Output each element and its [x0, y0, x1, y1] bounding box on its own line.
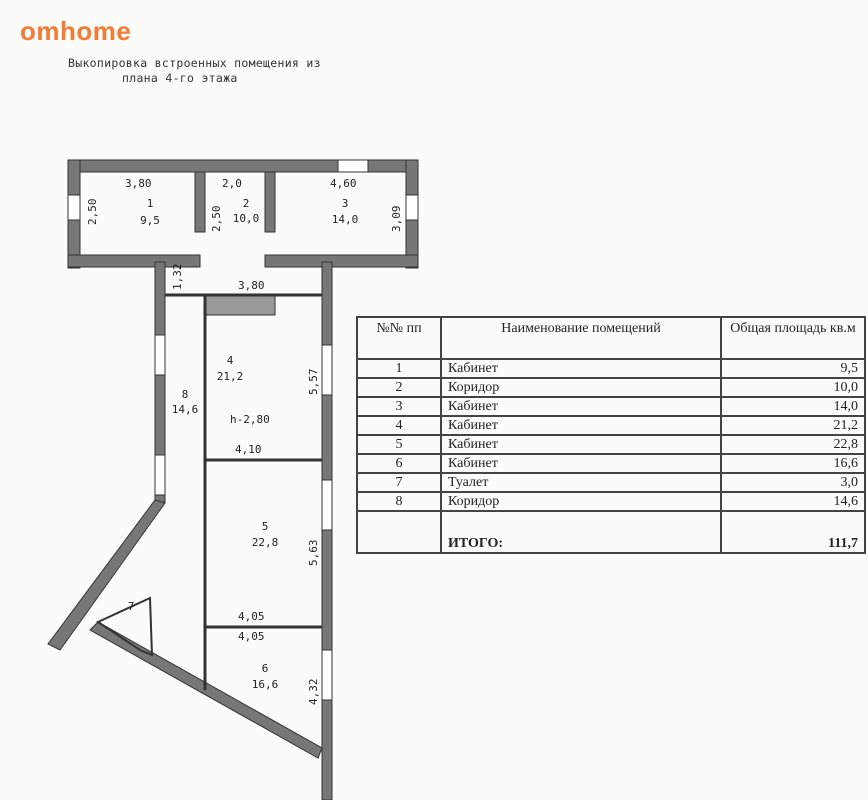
- cell-area: 3,0: [720, 472, 866, 493]
- room-7-number: 7: [128, 600, 135, 613]
- cell-area: 21,2: [720, 415, 866, 436]
- header-area: Общая площадь кв.м: [720, 316, 866, 360]
- table-total-row: ИТОГО: 111,7: [356, 510, 866, 554]
- cell-area: 16,6: [720, 453, 866, 474]
- dim-room2-height: 2,50: [210, 206, 223, 233]
- dim-room3-height: 3,09: [390, 206, 403, 233]
- total-area: 111,7: [720, 510, 866, 554]
- ceiling-height: h-2,80: [230, 413, 270, 426]
- cell-area: 9,5: [720, 358, 866, 379]
- room-3-area: 14,0: [332, 213, 359, 226]
- cell-num: 7: [356, 472, 442, 493]
- room-2-area: 10,0: [233, 212, 260, 225]
- omhome-logo: omhome: [20, 16, 132, 46]
- dim-room3-width: 4,60: [330, 177, 357, 190]
- cell-area: 14,0: [720, 396, 866, 417]
- cell-num: 2: [356, 377, 442, 398]
- dim-room2-width: 2,0: [222, 177, 242, 190]
- room-6-area: 16,6: [252, 678, 279, 691]
- plan-title: Выкопировка встроенных помещения из план…: [68, 56, 321, 86]
- cell-name: Кабинет: [440, 453, 722, 474]
- dim-corridor-width: 1,32: [171, 264, 184, 291]
- title-line-1: Выкопировка встроенных помещения из: [68, 56, 321, 70]
- cell-num: 6: [356, 453, 442, 474]
- windows: [67, 159, 419, 701]
- cell-name: Коридор: [440, 491, 722, 512]
- dim-room6-height: 4,32: [307, 679, 320, 706]
- cell-name: Кабинет: [440, 434, 722, 455]
- room-5-area: 22,8: [252, 536, 279, 549]
- room-5-number: 5: [262, 520, 269, 533]
- cell-name: Коридор: [440, 377, 722, 398]
- cell-name: Кабинет: [440, 358, 722, 379]
- room-4-number: 4: [227, 354, 234, 367]
- room-area-table: №№ пп Наименование помещений Общая площа…: [356, 316, 866, 554]
- cell-name: Кабинет: [440, 415, 722, 436]
- header-num: №№ пп: [356, 316, 442, 360]
- dim-room5-height: 5,63: [307, 540, 320, 567]
- table-header: №№ пп Наименование помещений Общая площа…: [356, 316, 866, 360]
- room-4-area: 21,2: [217, 370, 244, 383]
- room-2-number: 2: [243, 197, 250, 210]
- cell-num: 1: [356, 358, 442, 379]
- room-1-area: 9,5: [140, 214, 160, 227]
- dim-corridor-length: 3,80: [238, 279, 265, 292]
- cell-area: 10,0: [720, 377, 866, 398]
- cell-name: Кабинет: [440, 396, 722, 417]
- dim-room1-height: 2,50: [86, 199, 99, 226]
- dim-room6-width: 4,05: [238, 630, 265, 643]
- room-6-number: 6: [262, 662, 269, 675]
- title-line-2: плана 4-го этажа: [122, 71, 238, 85]
- cell-name: Туалет: [440, 472, 722, 493]
- cell-num: 4: [356, 415, 442, 436]
- dim-room5-width: 4,05: [238, 610, 265, 623]
- cell-num: 3: [356, 396, 442, 417]
- dim-room1-width: 3,80: [125, 177, 152, 190]
- cell-num: 5: [356, 434, 442, 455]
- dim-room4-height: 5,57: [307, 369, 320, 396]
- dim-room4-width: 4,10: [235, 443, 262, 456]
- room-3-number: 3: [342, 197, 349, 210]
- header-name: Наименование помещений: [440, 316, 722, 360]
- room-8-area: 14,6: [172, 403, 199, 416]
- room-8-number: 8: [182, 388, 189, 401]
- room-1-number: 1: [147, 197, 154, 210]
- cell-area: 14,6: [720, 491, 866, 512]
- cell-area: 22,8: [720, 434, 866, 455]
- cell-num: 8: [356, 491, 442, 512]
- total-label: ИТОГО:: [440, 510, 722, 554]
